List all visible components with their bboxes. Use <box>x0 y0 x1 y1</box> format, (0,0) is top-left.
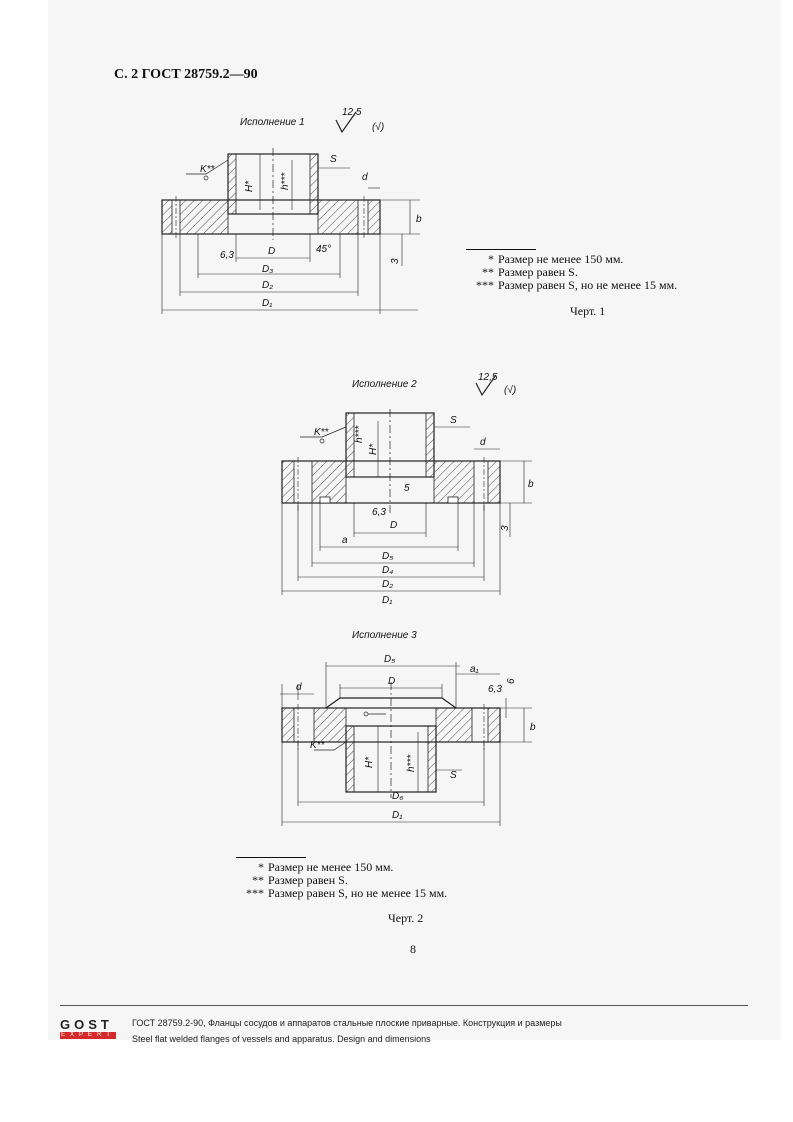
fig2-roughness-paren: (√) <box>504 384 516 396</box>
fig1-label-b: b <box>416 214 422 225</box>
gost-expert-logo: GOST EXPERT <box>60 1018 116 1039</box>
figure-2-drawing: Исполнение 2 12,5 (√) K** <box>281 372 534 605</box>
fig3-label-h-lower: h*** <box>406 754 417 772</box>
fig2-label-radius: 6,3 <box>372 507 386 518</box>
fig3-label-d: d <box>296 682 302 693</box>
fig3-label-six: 6 <box>506 678 517 684</box>
fig1-label-d1: D₁ <box>262 298 272 309</box>
fig3-notes: *Размер не менее 150 мм. **Размер равен … <box>234 861 447 900</box>
fig3-label-d6: D₆ <box>392 791 403 802</box>
fig1-label-k: K** <box>200 164 216 175</box>
fig2-label-three: 3 <box>500 525 511 531</box>
fig3-label-k: K** <box>310 740 326 751</box>
page-number: 8 <box>410 942 416 956</box>
fig1-label-s: S <box>330 154 337 165</box>
fig1-caption: Черт. 1 <box>570 304 606 318</box>
fig3-notes-rule <box>236 857 306 858</box>
fig1-label-h-upper: H* <box>244 180 255 192</box>
footer-line-ru: ГОСТ 28759.2-90, Фланцы сосудов и аппара… <box>132 1018 562 1028</box>
fig1-notes-rule <box>466 249 536 250</box>
fig3-label-h-upper: H* <box>364 756 375 768</box>
fig1-label-bore-d: D <box>268 246 275 257</box>
fig2-label-d: d <box>480 437 486 448</box>
fig2-label-k: K** <box>314 427 330 438</box>
fig3-label-d1: D₁ <box>392 810 402 821</box>
footer-line-en: Steel flat welded flanges of vessels and… <box>132 1034 431 1044</box>
fig3-label-b: b <box>530 722 536 733</box>
fig3-note-1: *Размер не менее 150 мм. <box>258 860 394 874</box>
fig3-label-a1: a₁ <box>470 664 479 675</box>
fig2-label-five: 5 <box>404 483 410 494</box>
fig1-note-3: ***Размер равен S, но не менее 15 мм. <box>476 278 678 292</box>
footer-text: ГОСТ 28759.2-90, Фланцы сосудов и аппара… <box>132 1015 562 1047</box>
fig1-roughness-icon <box>335 111 357 134</box>
fig1-label-d3: D₃ <box>262 264 273 275</box>
fig3-label-d5: D₅ <box>384 654 395 665</box>
fig2-caption: Черт. 2 <box>388 911 424 925</box>
fig2-label-a: a <box>342 535 348 546</box>
fig1-label-angle: 45° <box>316 244 331 255</box>
figure-1-drawing: Исполнение 1 12,5 (√) K** H* <box>161 107 422 314</box>
fig1-label-d2: D₂ <box>262 280 273 291</box>
fig2-label-s: S <box>450 415 457 426</box>
fig3-label-bore-d: D <box>388 676 395 687</box>
fig1-label-d: d <box>362 172 368 183</box>
fig3-note-2: **Размер равен S. <box>252 873 348 887</box>
fig2-label-d1: D₁ <box>382 595 392 605</box>
fig1-label-h-lower: h*** <box>280 172 291 190</box>
document-sheet <box>48 0 781 1040</box>
fig2-label-b: b <box>528 479 534 490</box>
fig2-label-h-lower: h*** <box>354 425 365 443</box>
fig3-label-s: S <box>450 770 457 781</box>
figure-3-drawing: Исполнение 3 D₅ a₁ D d <box>280 630 536 826</box>
fig2-label-h-upper: H* <box>368 443 379 455</box>
fig3-label-radius: 6,3 <box>488 684 502 695</box>
logo-text-top: GOST <box>60 1017 113 1032</box>
page-header: С. 2 ГОСТ 28759.2—90 <box>114 67 258 82</box>
fig1-note-1: *Размер не менее 150 мм. <box>488 252 624 266</box>
fig1-label-three: 3 <box>390 258 401 264</box>
fig2-label-d2: D₂ <box>382 579 393 590</box>
logo-text-bottom: EXPERT <box>60 1032 116 1039</box>
fig2-label-d4: D₄ <box>382 565 393 576</box>
fig2-roughness-value: 12,5 <box>478 372 498 383</box>
fig2-roughness-icon <box>475 374 497 397</box>
fig1-variant-label: Исполнение 1 <box>240 117 305 128</box>
fig2-label-bore-d: D <box>390 520 397 531</box>
fig1-note-2: **Размер равен S. <box>482 265 578 279</box>
fig2-variant-label: Исполнение 2 <box>352 379 417 390</box>
fig1-roughness-value: 12,5 <box>342 107 362 118</box>
footer-divider <box>60 1005 748 1006</box>
fig1-roughness-paren: (√) <box>372 121 384 133</box>
fig3-note-3: ***Размер равен S, но не менее 15 мм. <box>246 886 448 900</box>
fig3-variant-label: Исполнение 3 <box>352 630 417 641</box>
fig2-label-d5: D₅ <box>382 551 393 562</box>
fig1-label-radius: 6,3 <box>220 250 234 261</box>
fig1-notes: *Размер не менее 150 мм. **Размер равен … <box>464 253 677 292</box>
